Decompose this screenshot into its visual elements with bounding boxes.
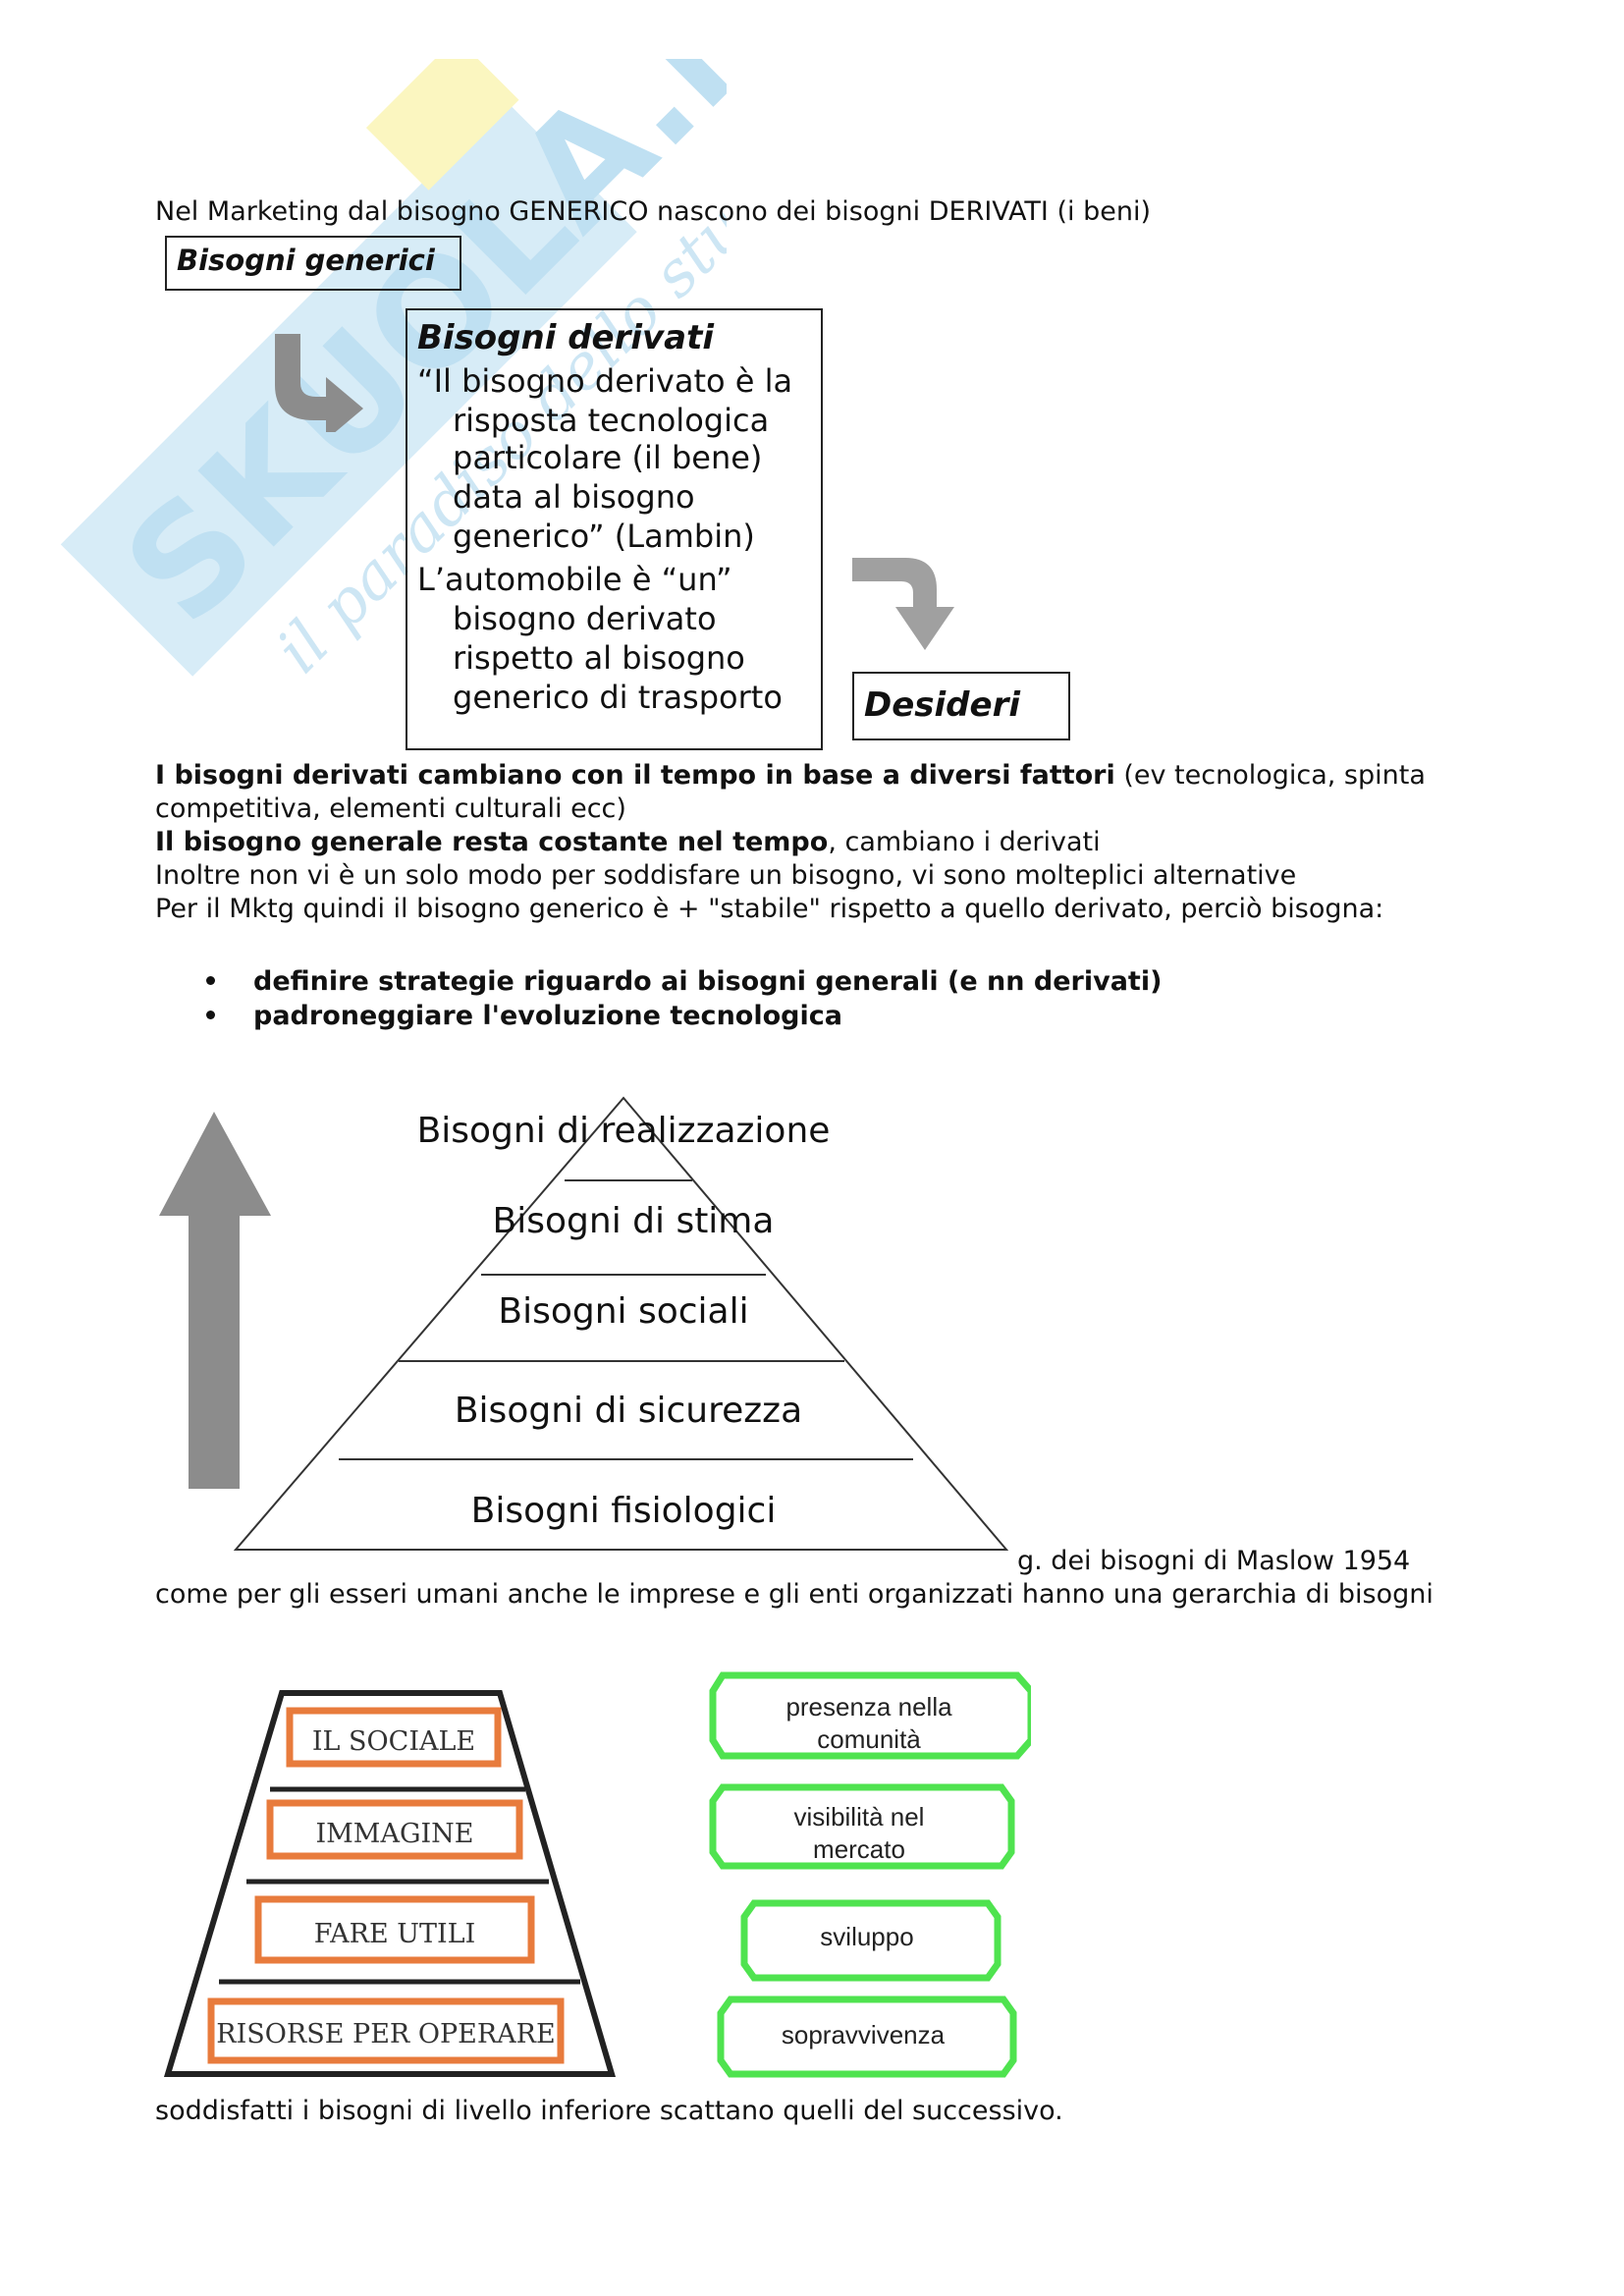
maslow-caption: g. dei bisogni di Maslow 1954: [1017, 1546, 1411, 1576]
derived-line: generico” (Lambin): [453, 518, 755, 555]
derived-line: risposta tecnologica: [453, 402, 770, 439]
paragraph-3: Inoltre non vi è un solo modo per soddis…: [155, 860, 1297, 891]
green-box-3-line1: sviluppo: [820, 1922, 914, 1951]
derived-line: rispetto al bisogno: [453, 639, 745, 677]
closing-line: soddisfatti i bisogni di livello inferio…: [155, 2096, 1063, 2126]
green-box-2: visibilità nel mercato: [713, 1801, 1005, 1866]
org-needs-boxes: [709, 1671, 1031, 2078]
list-item-text: definire strategie riguardo ai bisogni g…: [253, 966, 1163, 997]
maslow-level-4: Bisogni di sicurezza: [454, 1391, 803, 1431]
strategy-list: definire strategie riguardo ai bisogni g…: [206, 964, 1163, 1033]
paragraph-2: Il bisogno generale resta costante nel t…: [155, 825, 1101, 859]
paragraph-2-rest: , cambiano i derivati: [828, 827, 1101, 857]
maslow-level-3: Bisogni sociali: [498, 1291, 749, 1332]
derived-line: particolare (il bene): [453, 439, 763, 476]
list-item-text: padroneggiare l'evoluzione tecnologica: [253, 1001, 842, 1031]
paragraph-1-bold: I bisogni derivati cambiano con il tempo…: [155, 760, 1115, 791]
paragraph-1: I bisogni derivati cambiano con il tempo…: [155, 758, 1426, 793]
paragraph-1-rest: (ev tecnologica, spinta: [1114, 760, 1426, 791]
green-box-1-line2: comunità: [817, 1724, 921, 1754]
paragraph-2-bold: Il bisogno generale resta costante nel t…: [155, 827, 829, 857]
green-box-1-line1: presenza nella: [785, 1692, 952, 1722]
curved-arrow-down-icon: [852, 558, 954, 650]
green-box-4: sopravvivenza: [721, 2019, 1005, 2051]
derived-needs-box: Bisogni derivati “Il bisogno derivato è …: [406, 308, 823, 750]
derived-line: generico di trasporto: [453, 679, 783, 716]
derived-line: bisogno derivato: [453, 600, 717, 637]
watermark-yellow-block: [365, 59, 519, 191]
paragraph-4: Per il Mktg quindi il bisogno generico è…: [155, 894, 1384, 924]
maslow-level-2: Bisogni di stima: [492, 1201, 775, 1241]
desires-label: Desideri: [864, 685, 1020, 725]
green-box-3: sviluppo: [744, 1921, 990, 1953]
derived-needs-title: Bisogni derivati: [417, 318, 715, 357]
generic-needs-label: Bisogni generici: [177, 244, 435, 277]
paragraph-1-line2: competitiva, elementi culturali ecc): [155, 793, 626, 824]
org-level-4: RISORSE PER OPERARE: [216, 2019, 556, 2050]
list-item: padroneggiare l'evoluzione tecnologica: [206, 999, 1162, 1033]
green-box-2-line1: visibilità nel: [793, 1802, 925, 1831]
list-item: definire strategie riguardo ai bisogni g…: [206, 964, 1163, 999]
desires-box: Desideri: [852, 672, 1070, 740]
curved-arrow-icon: [275, 334, 363, 432]
derived-line: data al bisogno: [453, 478, 695, 516]
org-level-1: IL SOCIALE: [311, 1726, 476, 1757]
maslow-pyramid: [233, 1096, 1009, 1551]
org-level-3: FARE UTILI: [313, 1919, 476, 1949]
maslow-level-1: Bisogni di realizzazione: [416, 1111, 831, 1151]
generic-needs-box: Bisogni generici: [165, 236, 461, 291]
maslow-after: come per gli esseri umani anche le impre…: [155, 1579, 1434, 1610]
derived-line: L’automobile è “un”: [417, 561, 732, 598]
bullet-icon: [206, 1011, 215, 1019]
green-box-2-line2: mercato: [813, 1834, 905, 1864]
upward-arrow-icon: [159, 1112, 271, 1489]
derived-line: “Il bisogno derivato è la: [417, 362, 793, 400]
org-level-2: IMMAGINE: [315, 1819, 474, 1849]
maslow-level-5: Bisogni fisiologici: [470, 1491, 777, 1531]
bullet-icon: [206, 976, 215, 985]
green-box-1: presenza nella comunità: [713, 1691, 1025, 1756]
org-pyramid: [163, 1690, 617, 2077]
green-box-4-line1: sopravvivenza: [781, 2020, 946, 2050]
intro-line: Nel Marketing dal bisogno GENERICO nasco…: [155, 196, 1151, 227]
